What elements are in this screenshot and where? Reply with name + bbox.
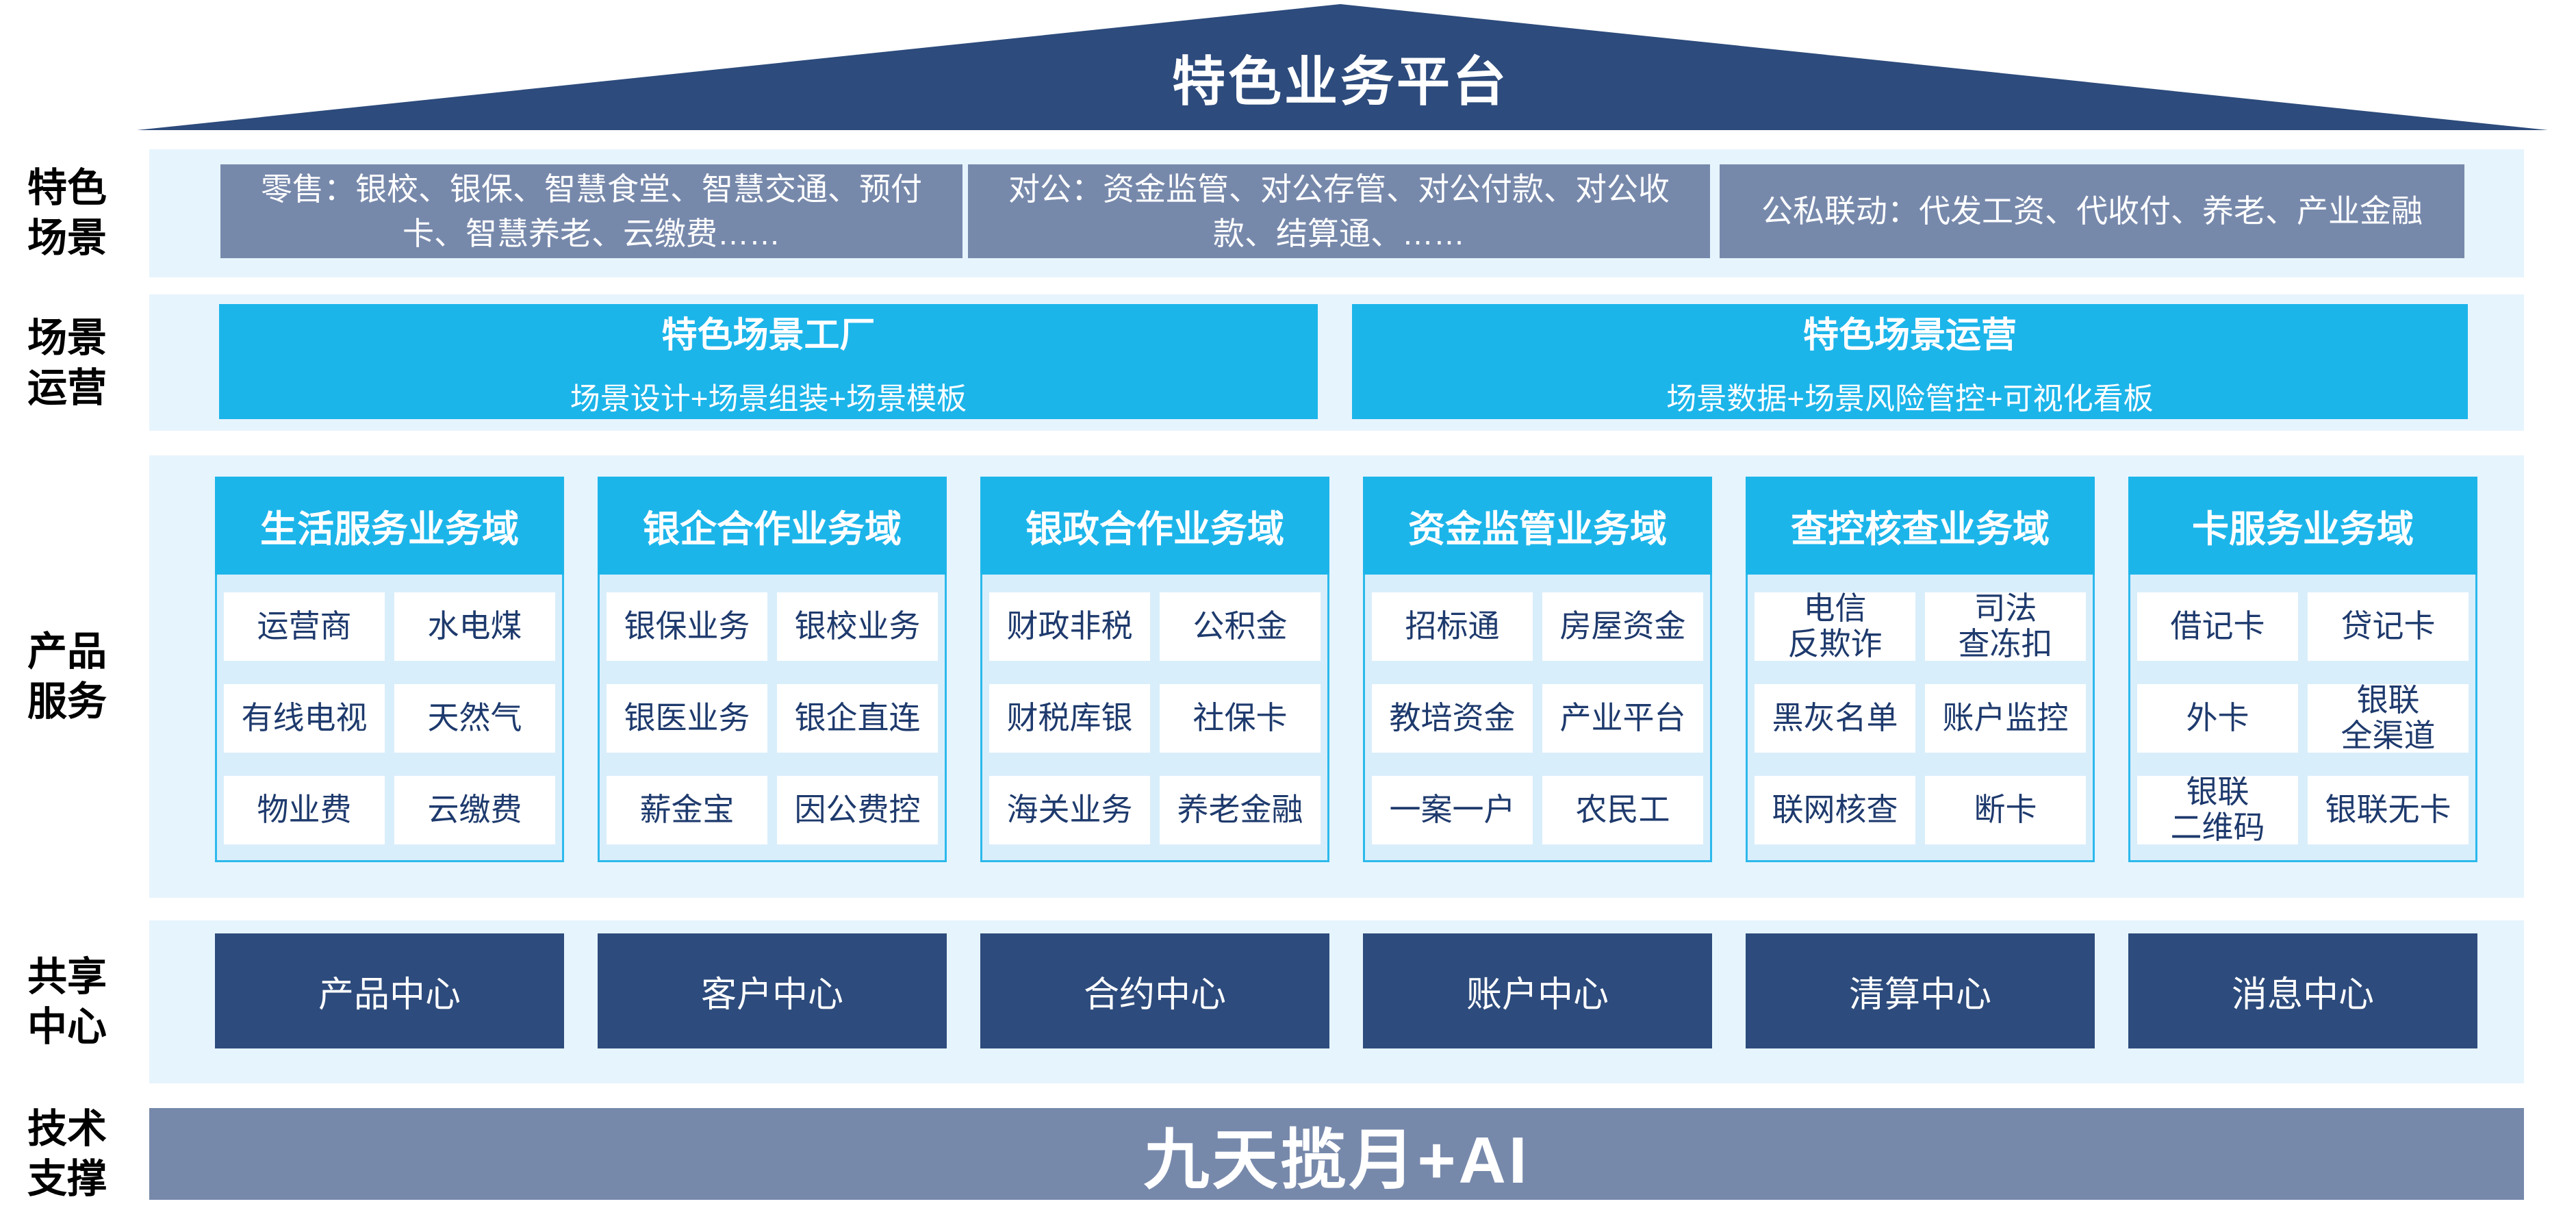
domain-column-life-services: 生活服务业务域 运营商 水电煤 有线电视 天然气 物业费 云缴费 <box>215 477 564 862</box>
scene-factory-subtitle: 场景设计+场景组装+场景模板 <box>570 381 967 416</box>
domain-column-card-services: 卡服务业务域 借记卡 贷记卡 外卡 银联 全渠道 银联 二维码 银联无卡 <box>2128 477 2477 862</box>
domain-cell: 招标通 <box>1372 592 1533 661</box>
domain-cell: 云缴费 <box>394 776 555 844</box>
domain-cell: 公积金 <box>1160 592 1321 661</box>
domain-body: 招标通 房屋资金 教培资金 产业平台 一案一户 农民工 <box>1363 575 1712 862</box>
rail-label-line: 运营 <box>27 365 107 410</box>
rail-label-operation: 场景 运营 <box>0 314 134 413</box>
domain-cell: 产业平台 <box>1542 684 1703 753</box>
domain-cell: 借记卡 <box>2137 592 2298 661</box>
domain-cell: 教培资金 <box>1372 684 1533 753</box>
domain-cell: 贷记卡 <box>2308 592 2469 661</box>
scene-factory-box: 特色场景工厂 场景设计+场景组装+场景模板 <box>219 304 1318 419</box>
center-box-contract: 合约中心 <box>980 933 1329 1048</box>
domain-body: 运营商 水电煤 有线电视 天然气 物业费 云缴费 <box>215 575 564 862</box>
domain-header: 生活服务业务域 <box>215 477 564 575</box>
domain-cell: 银联 二维码 <box>2137 775 2298 845</box>
domain-column-fund-supervision: 资金监管业务域 招标通 房屋资金 教培资金 产业平台 一案一户 农民工 <box>1363 477 1712 862</box>
domain-cell: 物业费 <box>224 776 385 844</box>
rail-label-products: 产品 服务 <box>0 627 134 727</box>
domain-column-bank-enterprise: 银企合作业务域 银保业务 银校业务 银医业务 银企直连 薪金宝 因公费控 <box>598 477 947 862</box>
tech-support-bar: 九天揽月+AI <box>149 1108 2524 1200</box>
domain-cell: 账户监控 <box>1925 684 2086 753</box>
domain-header: 银企合作业务域 <box>598 477 947 575</box>
domain-body: 借记卡 贷记卡 外卡 银联 全渠道 银联 二维码 银联无卡 <box>2128 575 2477 862</box>
domain-cell: 财税库银 <box>989 684 1150 753</box>
rail-label-tech: 技术 支撑 <box>0 1105 134 1204</box>
domain-cell: 天然气 <box>394 684 555 753</box>
domain-cell: 银保业务 <box>607 592 767 661</box>
rail-label-line: 特色 <box>27 166 107 210</box>
center-box-account: 账户中心 <box>1363 933 1712 1048</box>
shared-centers-band: 产品中心 客户中心 合约中心 账户中心 清算中心 消息中心 <box>149 920 2524 1083</box>
rail-label-scenes: 特色 场景 <box>0 164 134 263</box>
scene-operation-subtitle: 场景数据+场景风险管控+可视化看板 <box>1666 381 2154 416</box>
domain-body: 银保业务 银校业务 银医业务 银企直连 薪金宝 因公费控 <box>598 575 947 862</box>
domain-cell: 电信 反欺诈 <box>1755 591 1915 662</box>
domain-cell: 财政非税 <box>989 592 1150 661</box>
domain-header: 银政合作业务域 <box>980 477 1329 575</box>
center-box-clearing: 清算中心 <box>1746 933 2095 1048</box>
page-title: 特色业务平台 <box>1171 51 1509 112</box>
domain-body: 财政非税 公积金 财税库银 社保卡 海关业务 养老金融 <box>980 575 1329 862</box>
operation-band: 特色场景工厂 场景设计+场景组装+场景模板 特色场景运营 场景数据+场景风险管控… <box>149 294 2524 431</box>
rail-label-line: 共享 <box>27 955 107 999</box>
domain-cell: 银企直连 <box>777 684 938 753</box>
domain-header: 卡服务业务域 <box>2128 477 2477 575</box>
products-band: 生活服务业务域 运营商 水电煤 有线电视 天然气 物业费 云缴费 银企合作业务域… <box>149 455 2524 898</box>
domain-cell: 银校业务 <box>777 592 938 661</box>
domain-cell: 黑灰名单 <box>1755 684 1915 753</box>
domain-cell: 运营商 <box>224 592 385 661</box>
scene-box-retail: 零售：银校、银保、智慧食堂、智慧交通、预付卡、智慧养老、云缴费…… <box>220 164 962 258</box>
rail-label-line: 技术 <box>27 1107 107 1151</box>
rail-label-line: 场景 <box>27 215 107 260</box>
domain-cell: 有线电视 <box>224 684 385 753</box>
domain-cell: 因公费控 <box>777 776 938 844</box>
domain-cell: 一案一户 <box>1372 776 1533 844</box>
scene-box-corporate: 对公：资金监管、对公存管、对公付款、对公收款、结算通、…… <box>968 164 1710 258</box>
domain-cell: 房屋资金 <box>1542 592 1703 661</box>
domain-cell: 社保卡 <box>1160 684 1321 753</box>
domain-header: 资金监管业务域 <box>1363 477 1712 575</box>
domain-cell: 银联无卡 <box>2308 776 2469 844</box>
domain-header: 查控核查业务域 <box>1746 477 2095 575</box>
rail-label-line: 服务 <box>27 679 107 724</box>
domain-cell: 联网核查 <box>1755 776 1915 844</box>
scenes-band: 零售：银校、银保、智慧食堂、智慧交通、预付卡、智慧养老、云缴费…… 对公：资金监… <box>149 149 2524 277</box>
domain-cell: 海关业务 <box>989 776 1150 844</box>
domain-column-inquiry-control: 查控核查业务域 电信 反欺诈 司法 查冻扣 黑灰名单 账户监控 联网核查 断卡 <box>1746 477 2095 862</box>
scene-factory-title: 特色场景工厂 <box>661 315 876 355</box>
rail-label-line: 支撑 <box>27 1156 107 1201</box>
domain-cell: 水电煤 <box>394 592 555 661</box>
rail-label-line: 场景 <box>27 316 107 360</box>
rail-label-shared: 共享 中心 <box>0 953 134 1052</box>
rail-label-line: 中心 <box>27 1004 107 1049</box>
domain-body: 电信 反欺诈 司法 查冻扣 黑灰名单 账户监控 联网核查 断卡 <box>1746 575 2095 862</box>
domain-cell: 养老金融 <box>1160 776 1321 844</box>
center-box-product: 产品中心 <box>215 933 564 1048</box>
roof-banner-shape <box>137 4 2548 130</box>
center-box-customer: 客户中心 <box>598 933 947 1048</box>
domain-cell: 银联 全渠道 <box>2308 683 2469 753</box>
scene-operation-box: 特色场景运营 场景数据+场景风险管控+可视化看板 <box>1352 304 2468 419</box>
scene-operation-title: 特色场景运营 <box>1802 315 2017 355</box>
domain-cell: 司法 查冻扣 <box>1925 591 2086 662</box>
domain-cell: 外卡 <box>2137 684 2298 753</box>
domain-cell: 薪金宝 <box>607 776 767 844</box>
center-box-message: 消息中心 <box>2128 933 2477 1048</box>
rail-label-line: 产品 <box>27 629 107 674</box>
domain-cell: 断卡 <box>1925 776 2086 844</box>
scene-box-linkage: 公私联动：代发工资、代收付、养老、产业金融 <box>1720 164 2464 258</box>
domain-cell: 农民工 <box>1542 776 1703 844</box>
domain-cell: 银医业务 <box>607 684 767 753</box>
domain-column-bank-government: 银政合作业务域 财政非税 公积金 财税库银 社保卡 海关业务 养老金融 <box>980 477 1329 862</box>
